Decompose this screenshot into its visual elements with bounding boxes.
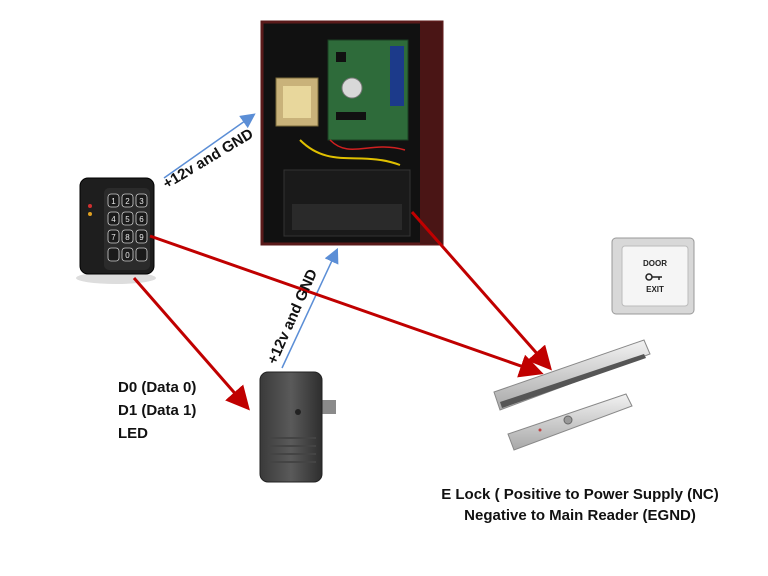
blue-arrow-keypad-to-panel	[163, 113, 256, 179]
label-d0: D0 (Data 0)	[118, 379, 197, 396]
keypad-key-label: 1	[111, 197, 116, 206]
keypad-key	[107, 247, 120, 262]
electromagnetic-lock-photo	[493, 339, 651, 451]
keypad-key	[121, 211, 134, 226]
keypad-key	[121, 193, 134, 208]
keypad-key-label: 7	[111, 233, 116, 242]
keypad-key-label: 4	[111, 215, 116, 224]
keypad-key	[107, 211, 120, 226]
keypad-key-label: 9	[139, 233, 144, 242]
red-arrow-keypad-to-lock	[149, 234, 544, 378]
key-icon	[645, 273, 662, 281]
keypad-key-label: 6	[139, 215, 144, 224]
keypad-key	[135, 193, 148, 208]
blue-arrow-prox-to-panel	[281, 247, 339, 369]
red-arrow-panel-to-lock	[410, 211, 552, 371]
transformer	[275, 77, 319, 127]
keypad-key	[135, 229, 148, 244]
circuit-board	[327, 39, 409, 141]
wiring-arrows	[132, 113, 552, 411]
keypad-key	[121, 247, 134, 262]
keypad-key-label: 3	[139, 197, 144, 206]
control-panel-photo	[260, 20, 444, 246]
door-label: DOOR	[643, 259, 667, 268]
door-exit-button-photo: DOOR EXIT	[611, 237, 695, 315]
lock-caption-line2: Negative to Main Reader (EGND)	[464, 507, 696, 524]
keypad-key-label: 2	[125, 197, 130, 206]
keypad-key	[121, 229, 134, 244]
label-d1: D1 (Data 1)	[118, 402, 197, 419]
label-led: LED	[118, 425, 148, 442]
keypad-key	[107, 229, 120, 244]
keypad-key	[135, 247, 148, 262]
red-arrow-keypad-to-prox	[132, 277, 250, 411]
keypad-key	[135, 211, 148, 226]
keypad-key-label: 5	[125, 215, 130, 224]
exit-label: EXIT	[646, 285, 664, 294]
lock-caption: E Lock ( Positive to Power Supply (NC) N…	[400, 484, 760, 526]
proximity-reader-photo	[259, 371, 336, 483]
lock-caption-line1: E Lock ( Positive to Power Supply (NC)	[441, 486, 719, 503]
keypad-key-label: 8	[125, 233, 130, 242]
battery	[283, 169, 411, 237]
keypad-key	[107, 193, 120, 208]
keypad-key-label: 0	[125, 251, 130, 260]
